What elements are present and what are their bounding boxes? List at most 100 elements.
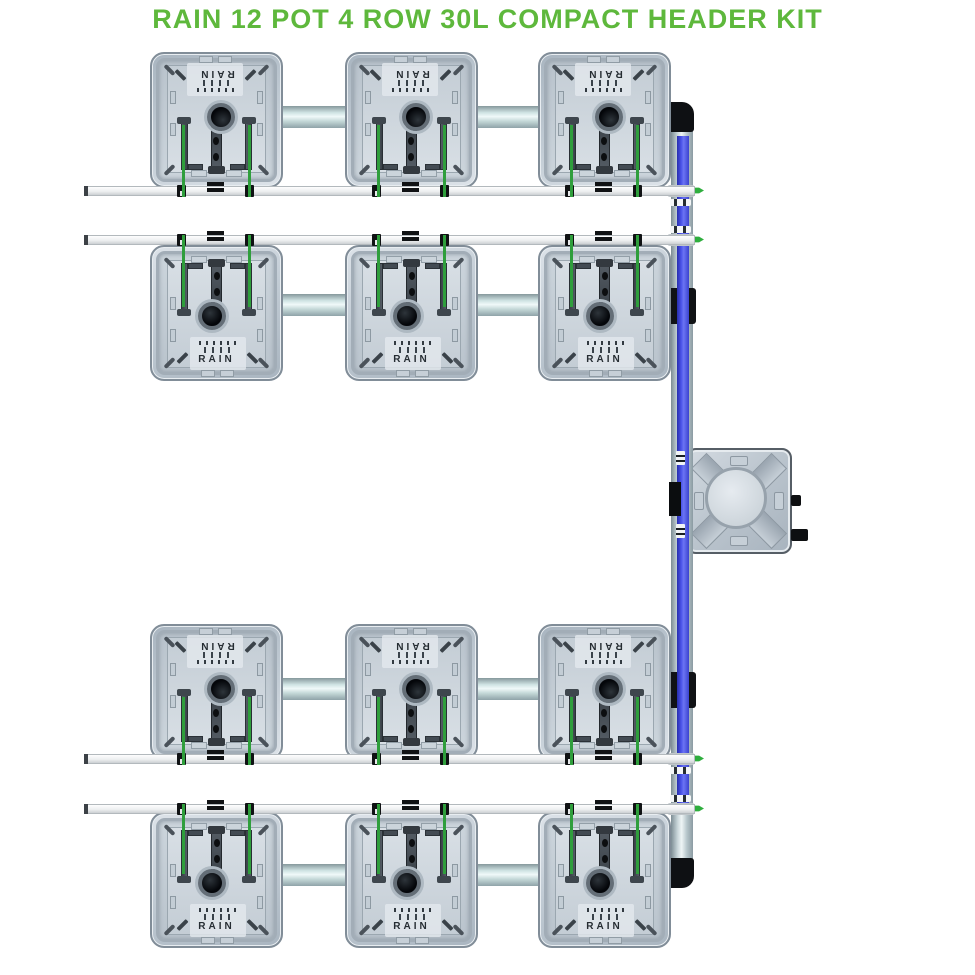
pot-tab bbox=[386, 256, 402, 263]
drip-arm-foot bbox=[565, 689, 579, 696]
drip-line bbox=[570, 697, 573, 765]
pot: RAIN bbox=[150, 245, 283, 381]
pot-tab bbox=[226, 742, 242, 749]
feed-outlet-fitting bbox=[693, 187, 704, 194]
drip-line bbox=[443, 697, 446, 765]
pot-logo-ticks bbox=[584, 660, 622, 664]
rail-end-cap bbox=[84, 186, 88, 196]
drip-arm-bracket bbox=[425, 830, 440, 836]
manifold-band bbox=[670, 226, 691, 233]
drip-line-clip bbox=[565, 803, 574, 815]
drip-line bbox=[636, 235, 639, 307]
drip-arm-bracket bbox=[576, 830, 591, 836]
drip-arm-foot bbox=[372, 689, 386, 696]
rail-end-cap bbox=[84, 804, 88, 814]
pot-logo-ticks bbox=[587, 908, 625, 912]
drain-channel bbox=[599, 260, 610, 308]
pot-brand-label: RAIN bbox=[586, 68, 623, 79]
pot-logo-ticks bbox=[587, 341, 625, 345]
pot-logo-ticks bbox=[200, 80, 229, 86]
rail-joint-mark bbox=[595, 231, 612, 235]
drip-arm-bracket bbox=[230, 263, 245, 269]
pot-drain-hole bbox=[586, 302, 614, 330]
clip-notch bbox=[375, 191, 378, 196]
drip-arm-foot bbox=[437, 117, 451, 124]
drip-arm-foot bbox=[372, 117, 386, 124]
pot-tab bbox=[606, 56, 620, 63]
rail-joint-mark bbox=[595, 750, 612, 754]
tank-outlet-fitting bbox=[791, 495, 801, 506]
pot-tab bbox=[579, 742, 595, 749]
pot-brand-label: RAIN bbox=[586, 640, 623, 651]
pot-tab bbox=[587, 628, 601, 635]
pot: RAIN bbox=[538, 624, 671, 760]
clip-notch bbox=[375, 240, 378, 245]
rail-joint-mark bbox=[207, 182, 224, 186]
pot-logo-ticks bbox=[588, 80, 617, 86]
pot-drain-hole bbox=[595, 103, 623, 131]
pot-side-slot bbox=[452, 91, 458, 104]
drip-line bbox=[377, 235, 380, 307]
channel-hole bbox=[213, 288, 220, 296]
drip-arm-bracket bbox=[230, 164, 245, 170]
pot-logo-ticks bbox=[199, 908, 237, 912]
clip-notch bbox=[568, 191, 571, 196]
pot-side-slot bbox=[645, 864, 651, 877]
pot: RAIN bbox=[345, 624, 478, 760]
pot-side-slot bbox=[452, 864, 458, 877]
pot-tab bbox=[396, 370, 410, 377]
drip-line-clip bbox=[177, 185, 186, 197]
pot-side-slot bbox=[558, 663, 564, 676]
pot-side-slot bbox=[257, 896, 263, 909]
drip-arm-foot bbox=[437, 309, 451, 316]
pot-side-slot bbox=[558, 864, 564, 877]
drain-coupler bbox=[403, 738, 420, 746]
drip-line bbox=[248, 125, 251, 197]
channel-hole bbox=[601, 839, 608, 847]
clip-notch bbox=[568, 759, 571, 764]
pot-logo-ticks bbox=[399, 914, 428, 920]
rail-joint-mark bbox=[207, 800, 224, 804]
pot-brand-label: RAIN bbox=[393, 354, 430, 365]
rail-joint-mark bbox=[402, 750, 419, 754]
pot-logo-ticks bbox=[204, 347, 233, 353]
pot-brand-label: RAIN bbox=[586, 354, 623, 365]
drip-arm-foot bbox=[177, 117, 191, 124]
drip-arm-bracket bbox=[188, 736, 203, 742]
drip-arm-foot bbox=[437, 689, 451, 696]
pot-drain-hole bbox=[402, 103, 430, 131]
feed-rail bbox=[84, 186, 695, 196]
rail-joint-mark bbox=[207, 756, 224, 760]
rail-joint-mark bbox=[595, 182, 612, 186]
pot-side-slot bbox=[452, 329, 458, 342]
drain-channel bbox=[599, 827, 610, 875]
feed-outlet-fitting bbox=[693, 805, 704, 812]
pot-tab bbox=[413, 628, 427, 635]
drip-arm-foot bbox=[630, 876, 644, 883]
pot-side-slot bbox=[365, 297, 371, 310]
pot-tab bbox=[396, 937, 410, 944]
pot-drain-hole bbox=[198, 302, 226, 330]
rail-joint-mark bbox=[207, 806, 224, 810]
pot-side-slot bbox=[365, 329, 371, 342]
pot-tab bbox=[606, 628, 620, 635]
pot-tab bbox=[608, 370, 622, 377]
pot: RAIN bbox=[345, 52, 478, 188]
rail-end-cap bbox=[84, 235, 88, 245]
pot-drain-hole bbox=[393, 869, 421, 897]
drip-line bbox=[248, 804, 251, 874]
pot-tab bbox=[220, 937, 234, 944]
drip-line bbox=[443, 235, 446, 307]
pot-side-slot bbox=[257, 864, 263, 877]
clip-notch bbox=[180, 240, 183, 245]
rail-joint-mark bbox=[402, 237, 419, 241]
drip-arm-foot bbox=[565, 117, 579, 124]
pot-tab bbox=[608, 937, 622, 944]
drip-arm-bracket bbox=[618, 830, 633, 836]
pot-tab bbox=[587, 56, 601, 63]
pot-logo-ticks bbox=[394, 908, 432, 912]
pot-logo-ticks bbox=[588, 652, 617, 658]
drip-line bbox=[570, 125, 573, 197]
pot-tab bbox=[218, 628, 232, 635]
